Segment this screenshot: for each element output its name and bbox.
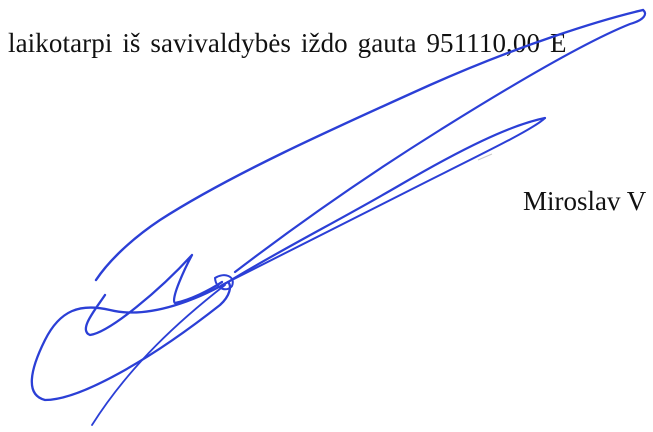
signature-stroke [30, 280, 232, 402]
signatory-name: Miroslav V [523, 186, 647, 216]
signature-stroke [226, 116, 547, 284]
signature-stroke [214, 274, 234, 291]
body-text-line: laikotarpi iš savivaldybės iždo gauta 95… [8, 28, 567, 58]
signature-stroke [84, 253, 224, 337]
signature-stroke [91, 284, 226, 426]
signature-stroke [221, 117, 546, 286]
